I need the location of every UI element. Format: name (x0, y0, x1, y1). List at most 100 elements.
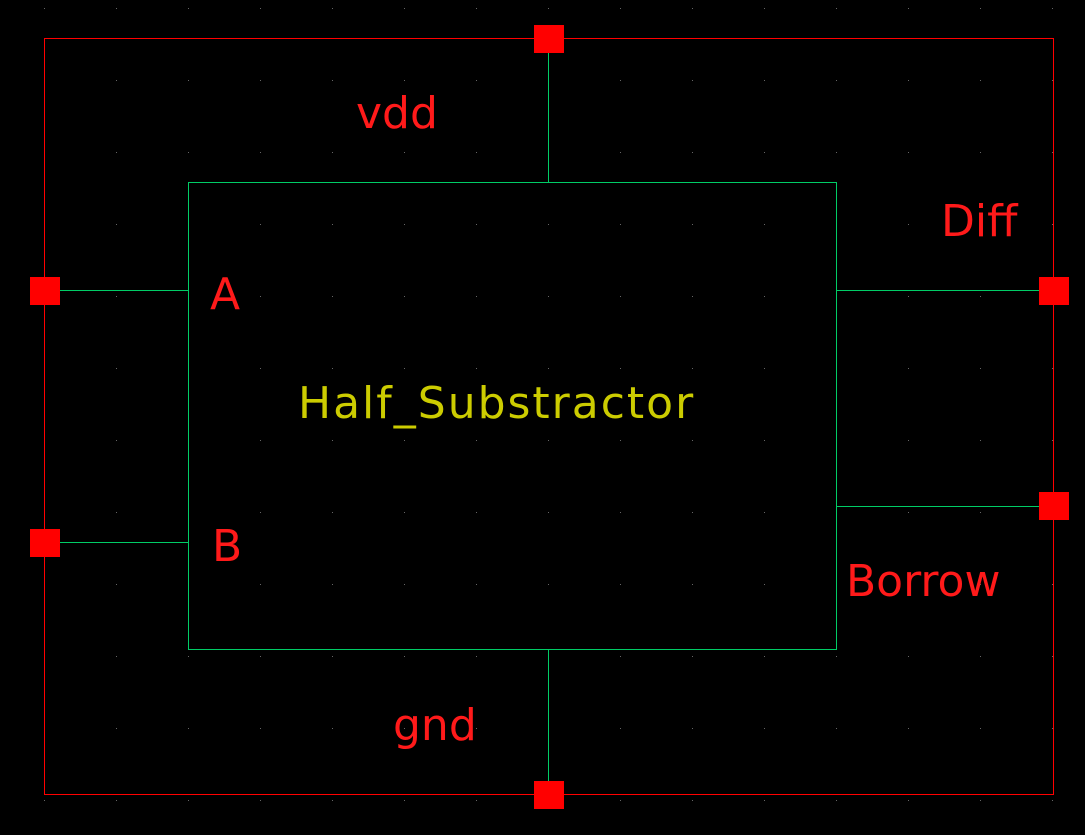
grid-dot (836, 728, 837, 729)
grid-dot (260, 8, 261, 9)
grid-dot (1052, 80, 1053, 81)
grid-dot (548, 224, 549, 225)
cell-name-label: Half_Substractor (298, 378, 695, 429)
grid-dot (332, 224, 333, 225)
grid-dot (620, 224, 621, 225)
grid-dot (692, 224, 693, 225)
grid-dot (764, 440, 765, 441)
grid-dot (620, 656, 621, 657)
grid-dot (908, 584, 909, 585)
grid-dot (764, 296, 765, 297)
grid-dot (980, 152, 981, 153)
grid-dot (908, 368, 909, 369)
pin-label-vdd: vdd (356, 88, 438, 139)
grid-dot (116, 512, 117, 513)
grid-dot (692, 296, 693, 297)
grid-dot (980, 656, 981, 657)
grid-dot (548, 296, 549, 297)
grid-dot (548, 440, 549, 441)
grid-dot (476, 656, 477, 657)
grid-dot (620, 800, 621, 801)
grid-dot (692, 512, 693, 513)
grid-dot (908, 800, 909, 801)
grid-dot (692, 656, 693, 657)
grid-dot (260, 512, 261, 513)
grid-dot (404, 656, 405, 657)
grid-dot (980, 584, 981, 585)
grid-dot (908, 512, 909, 513)
grid-dot (836, 8, 837, 9)
grid-dot (692, 8, 693, 9)
grid-dot (116, 656, 117, 657)
grid-dot (980, 512, 981, 513)
grid-dot (764, 80, 765, 81)
grid-dot (548, 368, 549, 369)
grid-dot (260, 80, 261, 81)
grid-dot (620, 584, 621, 585)
grid-dot (476, 800, 477, 801)
grid-dot (476, 440, 477, 441)
grid-dot (188, 728, 189, 729)
grid-dot (116, 80, 117, 81)
grid-dot (620, 152, 621, 153)
grid-dot (692, 80, 693, 81)
grid-dot (260, 656, 261, 657)
grid-dot (548, 512, 549, 513)
grid-dot (1052, 8, 1053, 9)
grid-dot (332, 80, 333, 81)
pin-borrow[interactable] (1039, 492, 1069, 520)
pin-label-gnd: gnd (393, 700, 477, 751)
grid-dot (260, 152, 261, 153)
grid-dot (260, 296, 261, 297)
grid-dot (332, 800, 333, 801)
pin-label-b: B (212, 521, 242, 572)
pin-a[interactable] (30, 277, 60, 305)
pin-label-a: A (210, 269, 240, 320)
instance-box (188, 182, 837, 650)
grid-dot (908, 656, 909, 657)
grid-dot (188, 152, 189, 153)
grid-dot (836, 152, 837, 153)
grid-dot (836, 800, 837, 801)
grid-dot (980, 368, 981, 369)
grid-dot (404, 728, 405, 729)
grid-dot (476, 224, 477, 225)
grid-dot (1052, 800, 1053, 801)
grid-dot (260, 728, 261, 729)
pin-gnd[interactable] (534, 781, 564, 809)
grid-dot (116, 440, 117, 441)
grid-dot (764, 512, 765, 513)
grid-dot (476, 368, 477, 369)
grid-dot (1052, 152, 1053, 153)
grid-dot (908, 728, 909, 729)
pin-b[interactable] (30, 529, 60, 557)
grid-dot (620, 80, 621, 81)
grid-dot (980, 440, 981, 441)
pin-vdd[interactable] (534, 25, 564, 53)
grid-dot (980, 728, 981, 729)
grid-dot (404, 224, 405, 225)
grid-dot (332, 152, 333, 153)
grid-dot (476, 8, 477, 9)
grid-dot (908, 224, 909, 225)
grid-dot (548, 8, 549, 9)
grid-dot (332, 440, 333, 441)
grid-dot (980, 8, 981, 9)
grid-dot (260, 440, 261, 441)
grid-dot (260, 800, 261, 801)
grid-dot (332, 8, 333, 9)
grid-dot (404, 800, 405, 801)
grid-dot (476, 512, 477, 513)
grid-dot (188, 8, 189, 9)
pin-diff[interactable] (1039, 277, 1069, 305)
grid-dot (188, 80, 189, 81)
grid-dot (476, 584, 477, 585)
grid-dot (1052, 728, 1053, 729)
grid-dot (1052, 656, 1053, 657)
grid-dot (836, 80, 837, 81)
grid-dot (404, 512, 405, 513)
grid-dot (188, 656, 189, 657)
grid-dot (908, 296, 909, 297)
grid-dot (764, 368, 765, 369)
